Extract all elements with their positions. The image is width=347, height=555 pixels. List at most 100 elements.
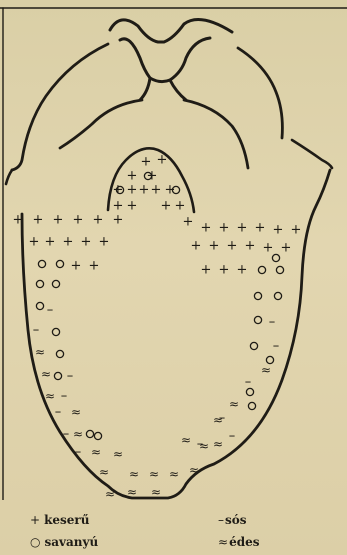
bitter-mark: +	[237, 221, 248, 236]
bitter-mark: +	[45, 235, 56, 250]
sweet-mark: ≈	[181, 433, 191, 447]
bitter-mark: +	[219, 221, 230, 236]
salty-mark: –	[67, 369, 74, 384]
sweet-mark: ≈	[105, 487, 115, 500]
sour-mark	[56, 350, 63, 357]
bitter-mark: +	[99, 235, 110, 250]
salty-mark: –	[63, 427, 70, 442]
sour-mark	[274, 292, 281, 299]
salty-mark: –	[273, 339, 280, 354]
sweet-mark: ≈	[71, 405, 81, 419]
bitter-mark: +	[263, 241, 274, 256]
plus-icon: +	[30, 513, 40, 527]
bitter-mark: +	[113, 213, 124, 228]
bitter-mark: +	[165, 183, 176, 198]
bitter-mark: +	[245, 239, 256, 254]
sweet-mark: ≈	[261, 363, 271, 377]
bitter-mark: +	[151, 183, 162, 198]
salty-mark: –	[269, 315, 276, 330]
salty-marks-layer: –––––––––––––	[33, 303, 280, 460]
salty-mark: –	[47, 303, 54, 318]
sweet-mark: ≈	[229, 397, 239, 411]
legend-item-bitter: + keserű	[30, 513, 89, 527]
bitter-mark: +	[33, 213, 44, 228]
sweet-mark: ≈	[127, 485, 137, 499]
bitter-mark: +	[227, 239, 238, 254]
sweet-mark: ≈	[129, 467, 139, 481]
bitter-mark: +	[139, 183, 150, 198]
sour-mark	[56, 260, 63, 267]
sour-mark	[94, 432, 101, 439]
arch-right	[184, 100, 248, 168]
sweet-mark: ≈	[189, 463, 199, 477]
sour-mark	[248, 402, 255, 409]
legend-label-sour: savanyú	[44, 535, 98, 549]
bitter-mark: +	[113, 199, 124, 214]
sour-mark	[36, 280, 43, 287]
bitter-mark: +	[209, 239, 220, 254]
legend-item-sweet: ≈édes	[218, 535, 259, 549]
sour-mark	[254, 316, 261, 323]
bitter-mark: +	[291, 223, 302, 238]
sweet-mark: ≈	[41, 367, 51, 381]
sweet-mark: ≈	[45, 389, 55, 403]
sour-mark	[254, 292, 261, 299]
legend-label-bitter: keserű	[44, 513, 89, 527]
sweet-mark: ≈	[99, 465, 109, 479]
sour-mark	[276, 266, 283, 273]
legend-item-salty: –sós	[218, 513, 247, 527]
bitter-mark: +	[127, 169, 138, 184]
bitter-mark: +	[219, 263, 230, 278]
bitter-mark: +	[13, 213, 24, 228]
sour-mark	[38, 260, 45, 267]
sour-mark	[52, 280, 59, 287]
bitter-mark: +	[63, 235, 74, 250]
sweet-mark: ≈	[213, 413, 223, 427]
pharynx-right-curve	[292, 140, 332, 168]
bitter-mark: +	[127, 183, 138, 198]
legend-item-sour: ○savanyú	[30, 535, 98, 549]
bitter-mark: +	[191, 239, 202, 254]
sour-mark	[272, 254, 279, 261]
wavy-equals-icon: ≈	[218, 535, 228, 549]
tongue-taste-map-diagram: ++++++++++++++++++++++++++++++++++++++++…	[0, 0, 347, 500]
sour-mark	[258, 266, 265, 273]
sweet-mark: ≈	[35, 345, 45, 359]
bitter-mark: +	[147, 169, 158, 184]
bitter-mark: +	[237, 263, 248, 278]
salty-mark: –	[229, 429, 236, 444]
sweet-mark: ≈	[169, 467, 179, 481]
bitter-mark: +	[183, 215, 194, 230]
bitter-mark: +	[113, 183, 124, 198]
bitter-mark: +	[29, 235, 40, 250]
bitter-mark: +	[141, 155, 152, 170]
bitter-marks-layer: ++++++++++++++++++++++++++++++++++++++++…	[13, 153, 302, 278]
tongue-outline	[22, 170, 330, 498]
bitter-mark: +	[53, 213, 64, 228]
bitter-mark: +	[71, 259, 82, 274]
sweet-mark: ≈	[113, 447, 123, 461]
sour-mark	[86, 430, 93, 437]
pharynx-left-curve	[6, 170, 12, 184]
salty-mark: –	[75, 445, 82, 460]
legend-label-sweet: édes	[229, 535, 259, 549]
sweet-mark: ≈	[91, 445, 101, 459]
bitter-mark: +	[127, 199, 138, 214]
bitter-mark: +	[161, 199, 172, 214]
sour-mark	[54, 372, 61, 379]
legend: + keserű ○savanyú –sós ≈édes	[0, 505, 347, 555]
bitter-mark: +	[201, 263, 212, 278]
bitter-mark: +	[273, 223, 284, 238]
salty-mark: –	[33, 323, 40, 338]
sweet-mark: ≈	[73, 427, 83, 441]
sweet-mark: ≈	[149, 467, 159, 481]
bitter-mark: +	[89, 259, 100, 274]
salty-mark: –	[61, 389, 68, 404]
bitter-mark: +	[157, 153, 168, 168]
dash-icon: –	[218, 513, 224, 527]
sweet-mark: ≈	[151, 485, 161, 499]
bitter-mark: +	[73, 213, 84, 228]
bitter-mark: +	[281, 241, 292, 256]
arch-left	[60, 100, 142, 148]
